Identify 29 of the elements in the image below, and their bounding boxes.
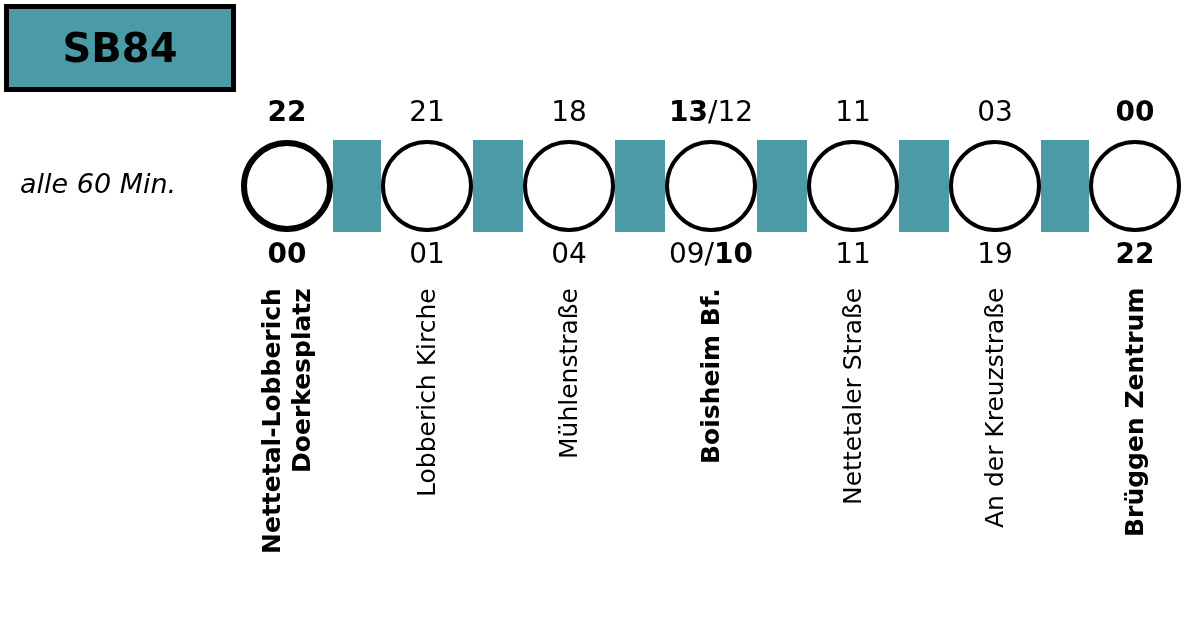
departure-time: 19 (976, 238, 1014, 270)
departure-time: 22 (1114, 238, 1156, 270)
stop-name: Boisheim Bf. (695, 288, 726, 466)
route-band (899, 140, 949, 232)
route-band (615, 140, 665, 232)
departure-time: 09/10 (668, 238, 754, 270)
departure-time: 13/12 (668, 96, 754, 128)
line-number-box: SB84 (4, 4, 236, 92)
route-band (757, 140, 807, 232)
route-band (333, 140, 381, 232)
stop-name: An der Kreuzstraße (979, 288, 1010, 531)
departure-time: 01 (408, 238, 446, 270)
frequency-note: alle 60 Min. (20, 168, 177, 199)
stop-name: Mühlenstraße (553, 288, 584, 461)
stop-name: Nettetal-Lobberich Doerkesplatz (256, 288, 317, 556)
departure-time: 00 (266, 238, 308, 270)
departure-time: 18 (550, 96, 588, 128)
stop-name: Nettetaler Straße (837, 288, 868, 508)
departure-time: 04 (550, 238, 588, 270)
departure-time: 22 (266, 96, 308, 128)
stop-name: Brüggen Zentrum (1119, 288, 1150, 540)
departure-time: 03 (976, 96, 1014, 128)
departure-time: 00 (1114, 96, 1156, 128)
route-band (1041, 140, 1089, 232)
departure-time: 11 (834, 238, 872, 270)
route-band (473, 140, 523, 232)
stop-name: Lobberich Kirche (411, 288, 442, 499)
departure-time: 11 (834, 96, 872, 128)
departure-time: 21 (408, 96, 446, 128)
